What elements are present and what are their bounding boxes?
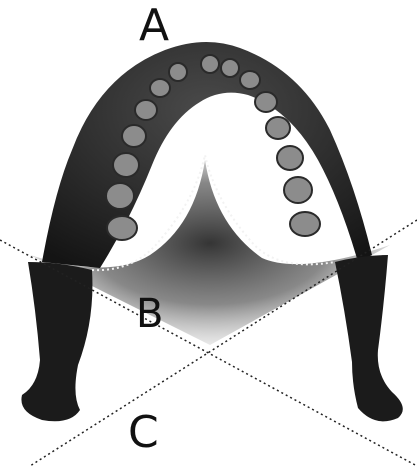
left-ramus	[21, 262, 92, 421]
label-region-a: A	[139, 4, 169, 48]
label-region-c: C	[128, 411, 159, 455]
right-ramus	[335, 255, 403, 421]
label-region-b: B	[136, 294, 163, 334]
